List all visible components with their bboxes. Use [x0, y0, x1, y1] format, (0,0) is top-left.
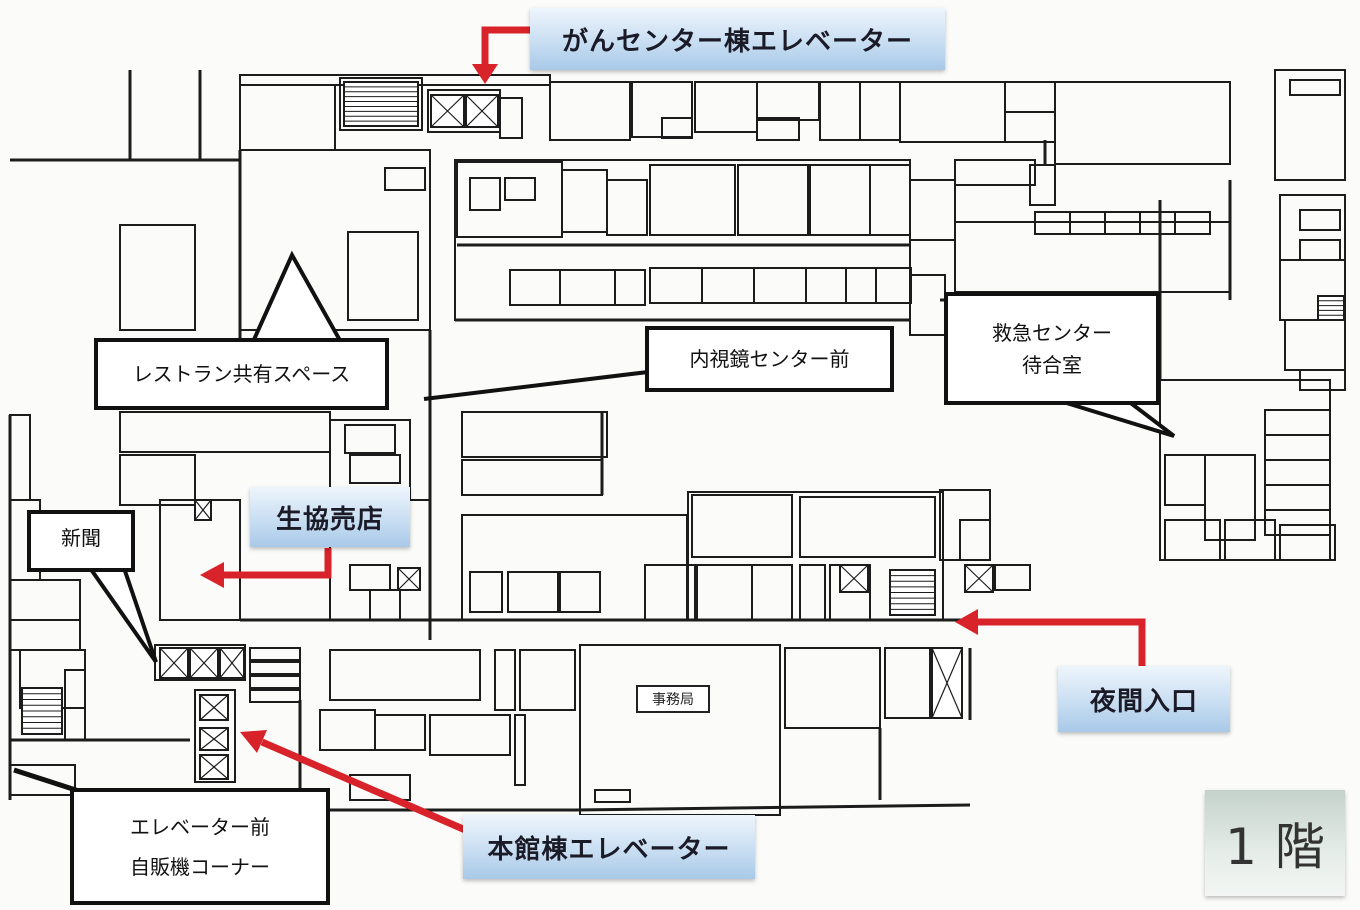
room-outline: [994, 564, 1031, 591]
main-building-elevator-label: 本館棟エレベーター: [463, 815, 755, 879]
room-outline: [349, 454, 401, 484]
room-outline: [1289, 79, 1341, 96]
room-outline: [461, 411, 608, 458]
room-outline: [606, 179, 648, 236]
floor-number-badge: 1階: [1205, 790, 1345, 896]
restaurant-shared-space-callout: レストラン共有スペース: [94, 338, 389, 410]
coop-store-arrow: [200, 548, 332, 588]
main-building-elevator-arrow: [240, 730, 472, 836]
endoscopy-callout-pointer: [423, 370, 649, 401]
elevator-shaft-cross: [199, 727, 229, 751]
room-outline: [504, 177, 536, 201]
room-outline: [194, 689, 236, 783]
emergency-center-text-line2: 待合室: [1022, 352, 1082, 377]
room-outline: [469, 177, 501, 211]
room-outline: [1224, 519, 1276, 561]
room-outline: [1029, 164, 1056, 206]
emergency-center-callout: 救急センター 待合室: [944, 292, 1160, 405]
elevator-shaft-cross: [465, 94, 499, 128]
room-outline: [119, 224, 196, 331]
room-outline: [1174, 211, 1211, 235]
elevator-shaft-cross: [397, 567, 421, 591]
room-outline: [469, 571, 503, 613]
room-outline: [649, 164, 736, 236]
elevator-shaft-cross: [430, 94, 465, 128]
newspaper-callout-tail: [86, 566, 158, 664]
restaurant-shared-space-text: レストラン共有スペース: [132, 362, 351, 386]
room-outline: [959, 519, 991, 561]
coop-store-label: 生協売店: [250, 487, 410, 547]
room-outline: [737, 164, 809, 236]
office-room-label: 事務局: [636, 685, 710, 713]
emergency-center-text-line1: 救急センター: [992, 320, 1112, 345]
room-outline: [909, 179, 956, 241]
elevator-shaft-cross: [931, 647, 963, 719]
room-outline: [519, 649, 576, 711]
room-outline: [549, 81, 631, 141]
room-outline: [429, 714, 511, 756]
room-outline: [661, 117, 693, 139]
room-outline: [507, 571, 559, 613]
room-outline: [347, 231, 419, 321]
room-outline: [494, 649, 516, 711]
elevator-shaft-cross: [964, 564, 994, 593]
room-outline: [339, 77, 423, 131]
cancer-center-elevator-label: がんセンター棟エレベーター: [530, 8, 945, 70]
vending-corner-callout: エレベーター前 自販機コーナー: [70, 788, 330, 905]
room-outline: [329, 649, 481, 701]
room-outline: [691, 494, 793, 558]
room-outline: [559, 571, 601, 613]
restaurant-callout-tail: [248, 250, 346, 346]
room-outline: [374, 714, 426, 751]
room-outline: [349, 774, 411, 801]
room-outline: [249, 675, 301, 689]
room-outline: [1264, 509, 1331, 536]
room-outline: [249, 689, 301, 703]
room-outline: [614, 269, 646, 306]
room-outline: [499, 97, 523, 139]
night-entrance-arrow: [955, 609, 1146, 667]
wall: [574, 803, 971, 812]
room-outline: [1274, 69, 1346, 181]
vending-corner-text-line2: 自販機コーナー: [130, 854, 270, 879]
room-outline: [1299, 369, 1346, 391]
elevator-shaft-cross: [199, 694, 229, 721]
room-outline: [1204, 454, 1256, 541]
newspaper-callout: 新聞: [27, 510, 135, 572]
room-outline: [954, 159, 1036, 186]
room-outline: [1279, 524, 1336, 561]
newspaper-text: 新聞: [61, 526, 101, 550]
room-outline: [344, 424, 396, 454]
room-outline: [514, 714, 526, 786]
elevator-shaft-cross: [199, 754, 229, 780]
room-outline: [119, 454, 196, 506]
room-outline: [249, 661, 301, 675]
room-outline: [1054, 81, 1231, 165]
endoscopy-center-text: 内視鏡センター前: [689, 347, 850, 371]
room-outline: [1299, 209, 1341, 231]
room-outline: [594, 789, 631, 803]
stairwell: [1317, 295, 1345, 321]
room-outline: [799, 496, 936, 558]
room-outline: [1164, 519, 1221, 561]
cancer-center-elevator-arrow: [472, 26, 532, 84]
room-outline: [756, 117, 800, 141]
emergency-callout-tail: [1059, 399, 1176, 438]
elevator-shaft-cross: [189, 647, 219, 679]
elevator-shaft-cross: [159, 647, 189, 679]
night-entrance-label: 夜間入口: [1058, 666, 1230, 732]
elevator-shaft-cross: [194, 499, 212, 521]
endoscopy-center-callout: 内視鏡センター前: [645, 326, 894, 392]
room-outline: [784, 647, 881, 729]
room-outline: [384, 167, 426, 191]
elevator-shaft-cross: [219, 647, 245, 679]
room-outline: [884, 647, 931, 719]
stairwell: [343, 81, 419, 127]
elevator-shaft-cross: [839, 564, 869, 593]
room-outline: [249, 647, 301, 661]
vending-corner-text-line1: エレベーター前: [130, 814, 270, 839]
